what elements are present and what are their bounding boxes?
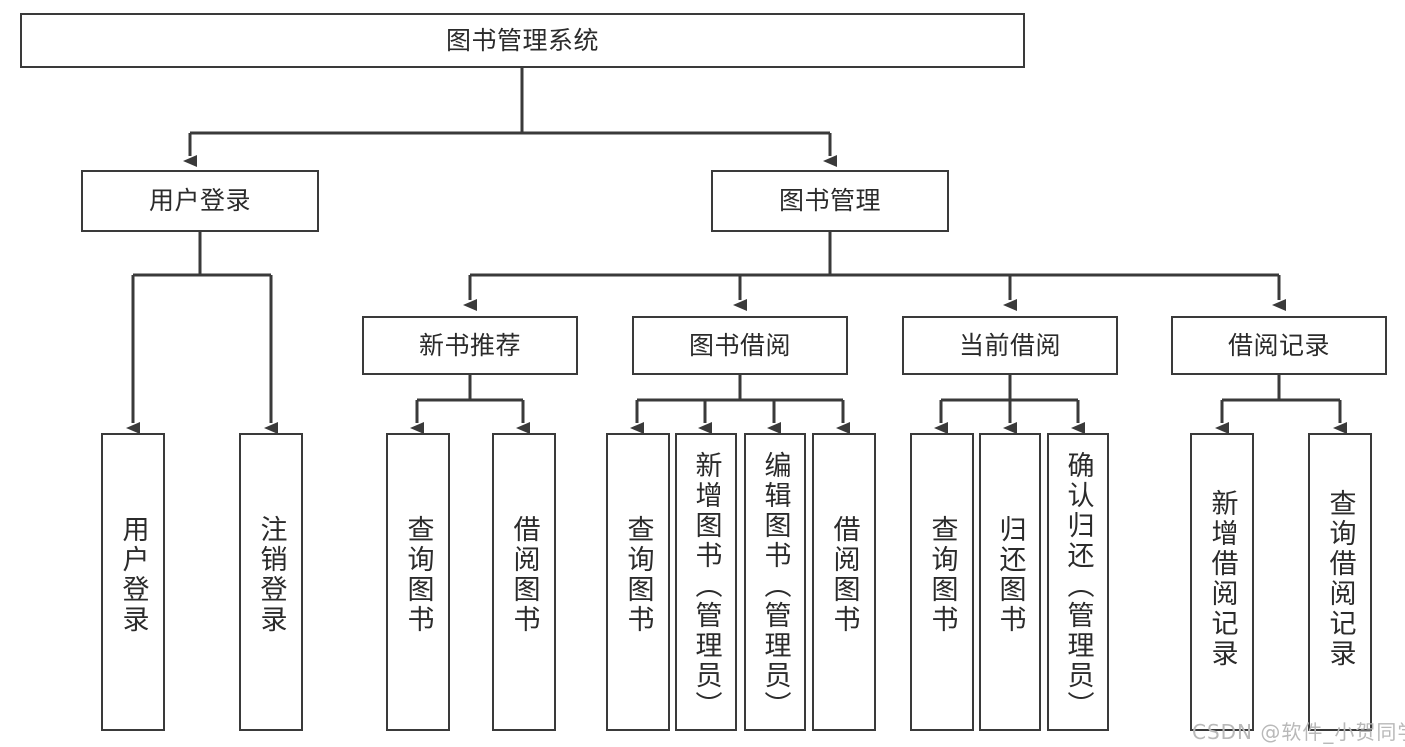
node-current-borrow-label: 当前借阅 (958, 330, 1061, 360)
node-leaf-logout[interactable]: 注销登录 (239, 433, 303, 731)
node-leaf-add-record-label: 新增借阅记录 (1206, 489, 1238, 669)
node-leaf-return-book-label: 归还图书 (994, 515, 1026, 635)
node-borrow-record-label: 借阅记录 (1227, 330, 1330, 360)
node-user-login[interactable]: 用户登录 (81, 170, 319, 232)
node-leaf-add-book[interactable]: 新增图书（管理员） (675, 433, 737, 731)
node-book-manage[interactable]: 图书管理 (711, 170, 949, 232)
watermark: CSDN @软件_小贺同学 (1192, 720, 1405, 744)
node-leaf-edit-book[interactable]: 编辑图书（管理员） (744, 433, 806, 731)
node-leaf-query-book-2[interactable]: 查询图书 (606, 433, 670, 731)
node-current-borrow[interactable]: 当前借阅 (902, 316, 1118, 375)
node-leaf-confirm-return-label: 确认归还（管理员） (1062, 451, 1094, 721)
node-new-book-rec[interactable]: 新书推荐 (362, 316, 578, 375)
node-root-label: 图书管理系统 (445, 25, 599, 55)
node-leaf-confirm-return[interactable]: 确认归还（管理员） (1047, 433, 1109, 731)
node-leaf-logout-label: 注销登录 (255, 515, 287, 635)
node-leaf-edit-book-label: 编辑图书（管理员） (759, 451, 791, 721)
node-borrow-record[interactable]: 借阅记录 (1171, 316, 1387, 375)
node-leaf-borrow-book-2-label: 借阅图书 (828, 515, 860, 635)
node-leaf-query-book-2-label: 查询图书 (622, 515, 654, 635)
node-book-manage-label: 图书管理 (778, 186, 881, 215)
node-leaf-user-login-label: 用户登录 (117, 515, 149, 635)
node-leaf-borrow-book-2[interactable]: 借阅图书 (812, 433, 876, 731)
node-leaf-borrow-book-1-label: 借阅图书 (508, 515, 540, 635)
node-leaf-query-book-3[interactable]: 查询图书 (910, 433, 974, 731)
node-new-book-rec-label: 新书推荐 (418, 330, 521, 360)
node-leaf-query-book-1[interactable]: 查询图书 (386, 433, 450, 731)
node-leaf-return-book[interactable]: 归还图书 (979, 433, 1041, 731)
node-leaf-borrow-book-1[interactable]: 借阅图书 (492, 433, 556, 731)
node-leaf-query-book-3-label: 查询图书 (926, 515, 958, 635)
node-leaf-add-record[interactable]: 新增借阅记录 (1190, 433, 1254, 731)
node-leaf-add-book-label: 新增图书（管理员） (690, 451, 722, 721)
node-root[interactable]: 图书管理系统 (20, 13, 1025, 68)
node-leaf-query-book-1-label: 查询图书 (402, 515, 434, 635)
node-leaf-user-login[interactable]: 用户登录 (101, 433, 165, 731)
node-leaf-query-record-label: 查询借阅记录 (1324, 489, 1356, 669)
node-user-login-label: 用户登录 (148, 186, 251, 215)
node-book-borrow-label: 图书借阅 (688, 330, 791, 360)
node-book-borrow[interactable]: 图书借阅 (632, 316, 848, 375)
node-leaf-query-record[interactable]: 查询借阅记录 (1308, 433, 1372, 731)
